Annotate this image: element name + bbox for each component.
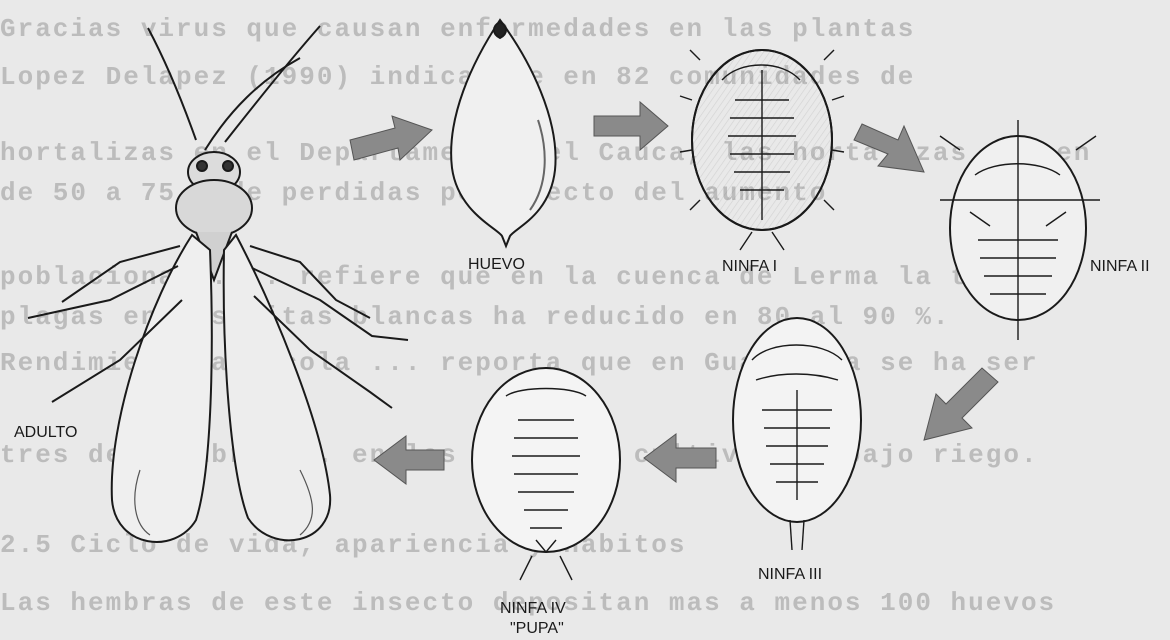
arrow-egg-to-nymph1: [594, 102, 668, 150]
nymph-2-drawing: [940, 120, 1100, 340]
arrow-nymph2-to-nymph3: [924, 368, 998, 440]
pupa-label: "PUPA": [510, 620, 564, 638]
adult-label: ADULTO: [14, 424, 77, 442]
egg-drawing: [451, 20, 555, 246]
nymph-3-drawing: [733, 318, 861, 550]
arrow-nymph3-to-nymph4: [644, 434, 716, 482]
nymph-2-label: NINFA II: [1090, 258, 1150, 276]
arrow-nymph4-to-adult: [374, 436, 444, 484]
arrow-nymph1-to-nymph2: [854, 124, 924, 172]
nymph-4-pupa-drawing: [472, 368, 620, 580]
adult-whitefly-drawing: [28, 26, 408, 542]
arrow-adult-to-egg: [350, 116, 432, 160]
nymph-3-label: NINFA III: [758, 566, 822, 584]
nymph-1-label: NINFA I: [722, 258, 777, 276]
nymph-1-drawing: [680, 50, 844, 250]
egg-label: HUEVO: [468, 256, 525, 274]
nymph-4-label: NINFA IV: [500, 600, 566, 618]
